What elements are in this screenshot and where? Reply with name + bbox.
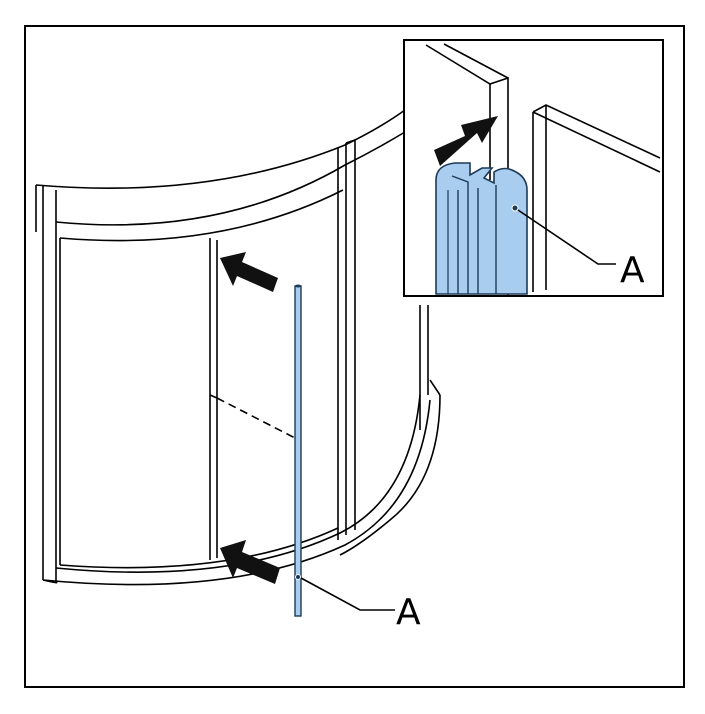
arrow-icon <box>220 540 280 584</box>
arrow-icon <box>434 116 498 166</box>
seal-profile <box>435 162 528 295</box>
inset-drawing <box>425 43 661 296</box>
inset-callout-leader <box>511 204 616 265</box>
callout-leader <box>295 574 395 611</box>
inset-callout-label: A <box>620 250 645 291</box>
arrow-icon <box>220 252 278 292</box>
figure-frame <box>24 25 685 688</box>
seal-strip <box>294 284 302 617</box>
shower-enclosure <box>35 109 441 586</box>
callout-label: A <box>396 592 421 633</box>
